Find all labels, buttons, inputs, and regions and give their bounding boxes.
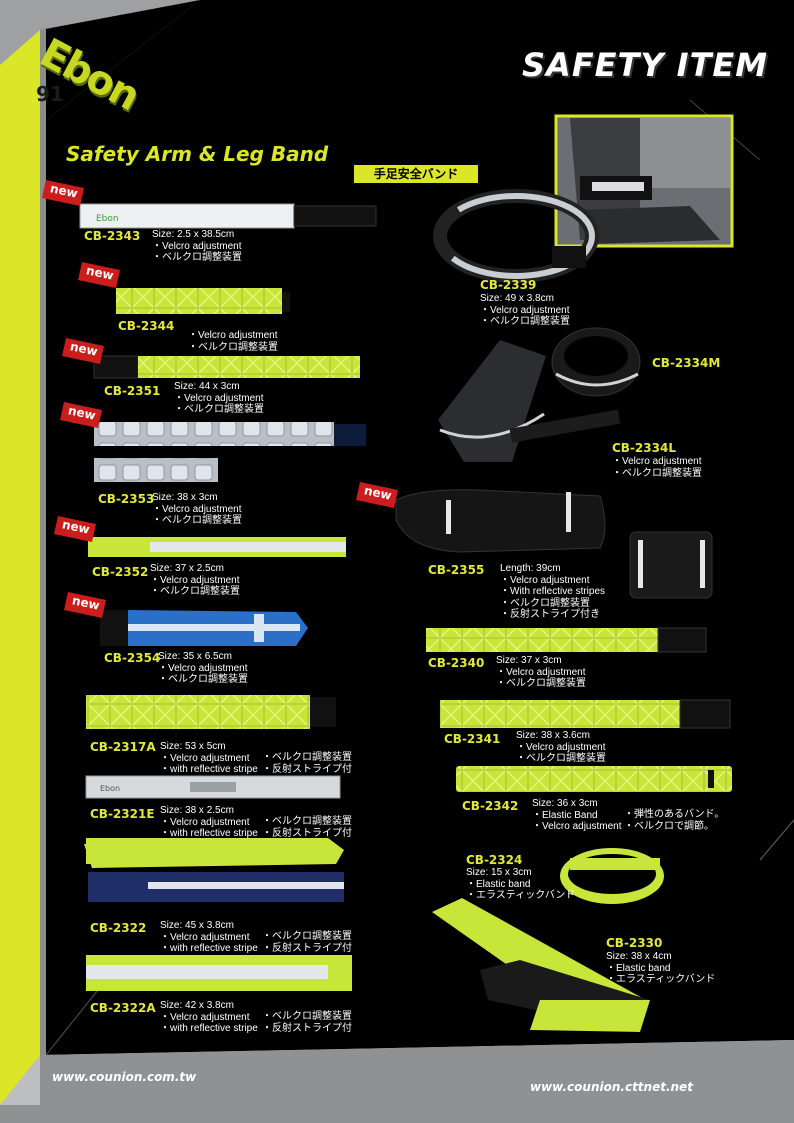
footer-url-left[interactable]: www.counion.com.tw	[52, 1070, 197, 1084]
product-image-cb-2330	[432, 898, 650, 1032]
section-title: Safety Arm & Leg Band	[66, 142, 329, 166]
model-cb-2317a: CB-2317A	[90, 740, 156, 754]
new-badge-6	[54, 516, 96, 542]
product-image-cb-2324	[560, 848, 664, 904]
spec-cb-2343: Size: 2.5 x 38.5cm・Velcro adjustment・ベルク…	[152, 229, 242, 263]
spec-cb-2342: Size: 36 x 3cm・Elastic Band・Velcro adjus…	[532, 798, 622, 832]
model-cb-2334m: CB-2334M	[652, 356, 721, 370]
product-image-cb-2353	[94, 422, 366, 482]
spec-cb-2340: Size: 37 x 3cm・Velcro adjustment・ベルクロ調整装…	[496, 655, 586, 689]
spec-cb-2354: Size: 35 x 6.5cm・Velcro adjustment・ベルクロ調…	[158, 651, 248, 685]
model-cb-2355: CB-2355	[428, 563, 485, 577]
model-cb-2322: CB-2322	[90, 921, 147, 935]
product-image-cb-2342	[456, 766, 732, 792]
spec-jp-cb-2321e: ・ベルクロ調整装置・反射ストライプ付	[262, 816, 352, 839]
page-number: 91	[36, 82, 64, 106]
new-badge-3	[62, 338, 104, 364]
model-cb-2340: CB-2340	[428, 656, 485, 670]
model-cb-2334l: CB-2334L	[612, 441, 676, 455]
spec-cb-2352: Size: 37 x 2.5cm・Velcro adjustment・ベルクロ調…	[150, 563, 240, 597]
model-cb-2321e: CB-2321E	[90, 807, 155, 821]
spec-cb-2330: Size: 38 x 4cm・Elastic band・エラスティックバンド	[606, 951, 716, 985]
spec-jp-cb-2322: ・ベルクロ調整装置・反射ストライプ付	[262, 931, 352, 954]
model-cb-2351: CB-2351	[104, 384, 161, 398]
product-image-cb-2322a	[86, 955, 352, 991]
svg-text:Ebon: Ebon	[100, 784, 120, 793]
product-image-cb-2352	[88, 537, 346, 557]
product-image-cb-2339	[433, 189, 599, 283]
page-title: SAFETY ITEM	[522, 46, 769, 84]
product-image-cb-2354	[100, 610, 308, 646]
new-badge-5	[356, 482, 398, 508]
section-subtitle: 手足安全バンド	[354, 165, 478, 183]
spec-cb-2322: Size: 45 x 3.8cm・Velcro adjustment・with …	[160, 920, 258, 954]
model-cb-2342: CB-2342	[462, 799, 519, 813]
footer-url-right[interactable]: www.counion.cttnet.net	[530, 1080, 693, 1094]
new-badge-7	[64, 592, 106, 618]
spec-cb-2334l: ・Velcro adjustment・ベルクロ調整装置	[612, 456, 702, 479]
spec-jp-cb-2322a: ・ベルクロ調整装置・反射ストライプ付	[262, 1011, 352, 1034]
svg-text:Ebon: Ebon	[96, 214, 119, 224]
product-image-cb-2343: Ebon	[79, 203, 377, 229]
spec-cb-2351: Size: 44 x 3cm・Velcro adjustment・ベルクロ調整装…	[174, 381, 264, 415]
spec-cb-2353: Size: 38 x 3cm・Velcro adjustment・ベルクロ調整装…	[152, 492, 242, 526]
model-cb-2352: CB-2352	[92, 565, 149, 579]
spec-cb-2344: ・Velcro adjustment・ベルクロ調整装置	[188, 330, 278, 353]
product-image-cb-2334m	[551, 327, 641, 397]
spec-jp-cb-2317a: ・ベルクロ調整装置・反射ストライプ付	[262, 752, 352, 775]
spec-cb-2324: Size: 15 x 3cm・Elastic band・エラスティックバンド	[466, 867, 576, 901]
spec-cb-2321e: Size: 38 x 2.5cm・Velcro adjustment・with …	[160, 805, 258, 839]
model-cb-2353: CB-2353	[98, 492, 155, 506]
new-badge-1	[42, 180, 84, 206]
spec-cb-2317a: Size: 53 x 5cm・Velcro adjustment・with re…	[160, 741, 258, 775]
model-cb-2339: CB-2339	[480, 278, 537, 292]
model-cb-2344: CB-2344	[118, 319, 175, 333]
model-cb-2322a: CB-2322A	[90, 1001, 156, 1015]
spec-jp-cb-2342: ・弾性のあるバンド。・ベルクロで調節。	[624, 809, 725, 832]
product-image-cb-2341	[440, 699, 731, 729]
spec-cb-2339: Size: 49 x 3.8cm・Velcro adjustment・ベルクロ調…	[480, 293, 570, 327]
product-image-cb-2321e: Ebon	[85, 775, 341, 799]
spec-cb-2341: Size: 38 x 3.6cm・Velcro adjustment・ベルクロ調…	[516, 730, 606, 764]
spec-cb-2355: Length: 39cm・Velcro adjustment・With refl…	[500, 563, 606, 620]
model-cb-2354: CB-2354	[104, 651, 161, 665]
model-cb-2324: CB-2324	[466, 853, 523, 867]
new-badge-4	[60, 402, 102, 428]
model-cb-2341: CB-2341	[444, 732, 501, 746]
product-image-cb-2322	[84, 838, 344, 902]
model-cb-2343: CB-2343	[84, 229, 141, 243]
spec-cb-2322a: Size: 42 x 3.8cm・Velcro adjustment・with …	[160, 1000, 258, 1034]
model-cb-2330: CB-2330	[606, 936, 663, 950]
new-badge-2	[78, 262, 120, 288]
product-image-cb-2344	[116, 288, 290, 314]
product-photo-leg	[554, 114, 734, 248]
product-image-cb-2317a	[86, 695, 336, 729]
product-image-cb-2351	[93, 355, 360, 379]
product-image-cb-2334l	[438, 340, 621, 462]
product-image-cb-2355	[395, 489, 713, 599]
product-image-cb-2340	[426, 627, 707, 653]
